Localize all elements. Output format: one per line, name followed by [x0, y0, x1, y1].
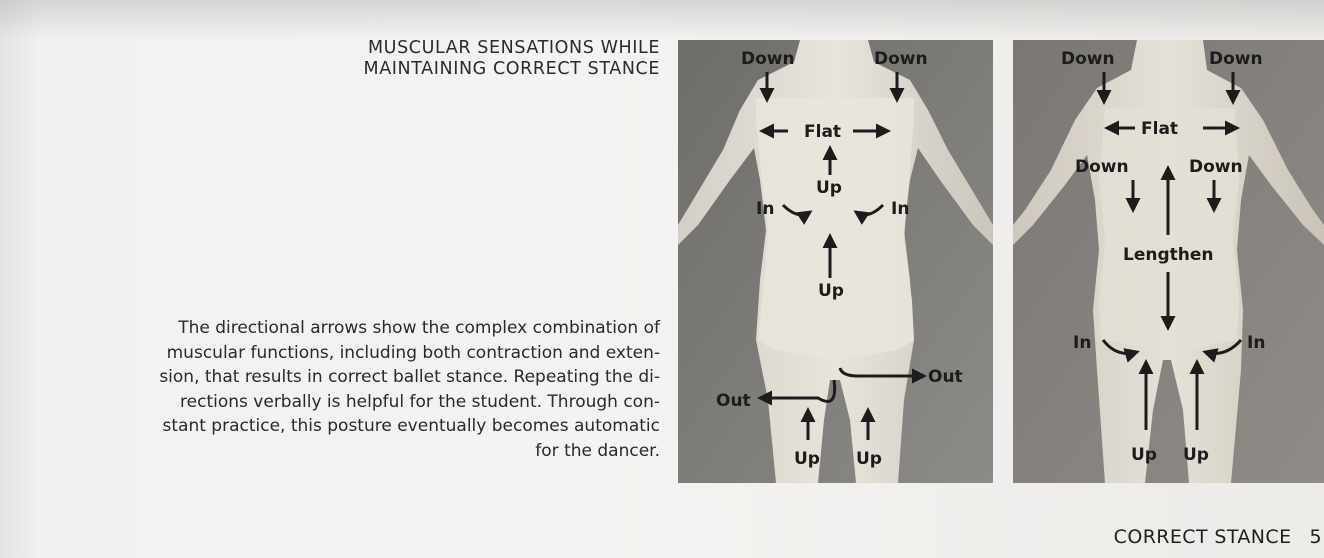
back-label-in-left: In: [1073, 333, 1091, 353]
back-label-lengthen: Lengthen: [1123, 245, 1214, 265]
front-label-flat: Flat: [804, 122, 841, 142]
front-label-in-right: In: [891, 199, 909, 219]
back-label-down-right: Down: [1209, 49, 1263, 69]
figure-caption: The directional arrows show the complex …: [40, 316, 660, 463]
front-label-up-abdomen: Up: [818, 281, 844, 301]
caption-line-1: The directional arrows show the complex …: [40, 316, 660, 341]
running-footer-title: CORRECT STANCE: [1114, 526, 1292, 548]
back-view-photo: Down Down Flat Down Down Lengthen In In …: [1013, 40, 1324, 483]
front-label-up-right-leg: Up: [856, 449, 882, 469]
caption-line-5: stant practice, this posture eventually …: [40, 414, 660, 439]
front-view-photo: Down Down Flat Up In In Up Out Out Up Up: [678, 40, 993, 483]
page-number: 5: [1310, 526, 1323, 548]
back-label-in-right: In: [1247, 333, 1265, 353]
front-label-out-left: Out: [716, 391, 751, 411]
front-label-out-right: Out: [928, 367, 963, 387]
front-label-up-left-leg: Up: [794, 449, 820, 469]
page-footer: CORRECT STANCE 5: [1114, 526, 1322, 548]
front-view-illustration: Down Down Flat Up In In Up Out Out Up Up: [678, 40, 993, 483]
front-label-in-left: In: [756, 199, 774, 219]
back-label-down-blade-right: Down: [1189, 157, 1243, 177]
back-label-flat: Flat: [1141, 119, 1178, 139]
page-bleed-shadow: [0, 0, 1324, 40]
front-label-down-left: Down: [741, 49, 795, 69]
heading-line-1: MUSCULAR SENSATIONS WHILE: [240, 38, 660, 59]
caption-line-2: muscular functions, including both contr…: [40, 341, 660, 366]
back-label-down-left: Down: [1061, 49, 1115, 69]
figure-heading: MUSCULAR SENSATIONS WHILE MAINTAINING CO…: [240, 38, 660, 80]
caption-line-4: rections verbally is helpful for the stu…: [40, 390, 660, 415]
back-label-up-right-leg: Up: [1183, 445, 1209, 465]
caption-line-3: sion, that results in correct ballet sta…: [40, 365, 660, 390]
front-label-up-chest: Up: [816, 178, 842, 198]
back-view-illustration: Down Down Flat Down Down Lengthen In In …: [1013, 40, 1324, 483]
heading-line-2: MAINTAINING CORRECT STANCE: [240, 59, 660, 80]
back-label-up-left-leg: Up: [1131, 445, 1157, 465]
back-label-down-blade-left: Down: [1075, 157, 1129, 177]
front-label-down-right: Down: [874, 49, 928, 69]
caption-line-6: for the dancer.: [40, 439, 660, 464]
